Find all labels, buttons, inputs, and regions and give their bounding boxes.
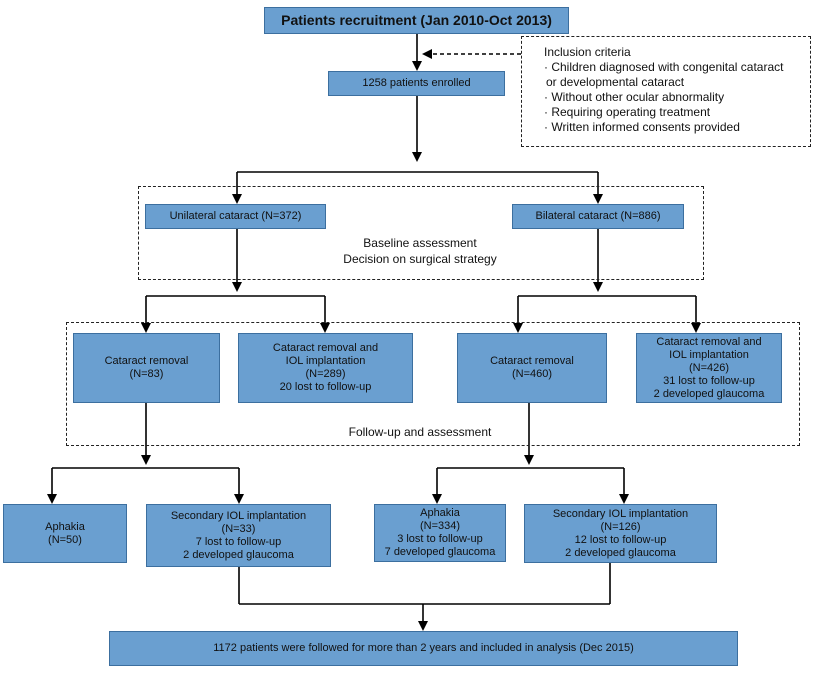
bi-aphakia-box: Aphakia (N=334) 3 lost to follow-up 7 de… xyxy=(374,504,506,562)
uni-secondary-line3: 7 lost to follow-up xyxy=(195,535,282,548)
uni-iol-line3: (N=289) xyxy=(305,368,346,380)
inclusion-item: · Requiring operating treatment xyxy=(544,105,711,119)
uni-secondary-line2: (N=33) xyxy=(221,522,256,535)
bi-iol-line4: 31 lost to follow-up xyxy=(663,374,755,387)
unilateral-label: Unilateral cataract (N=372) xyxy=(169,210,302,222)
inclusion-title: Inclusion criteria xyxy=(544,45,631,59)
bi-iol-line2: IOL implantation xyxy=(669,348,749,361)
followup-label: Follow-up and assessment xyxy=(320,424,520,440)
baseline-line2: Decision on surgical strategy xyxy=(343,252,497,266)
uni-aphakia-line1: Aphakia xyxy=(45,520,85,533)
uni-secondary-line4: 2 developed glaucoma xyxy=(183,548,294,561)
inclusion-item: · Written informed consents provided xyxy=(544,120,740,134)
uni-aphakia-box: Aphakia (N=50) xyxy=(3,504,127,563)
bi-iol-box: Cataract removal and IOL implantation (N… xyxy=(636,333,782,403)
inclusion-criteria-box: Inclusion criteria · Children diagnosed … xyxy=(521,36,811,147)
uni-removal-line2: (N=83) xyxy=(129,368,164,380)
uni-iol-line1: Cataract removal and xyxy=(272,342,379,354)
followup-dashed-frame xyxy=(66,322,800,446)
bi-secondary-line2: (N=126) xyxy=(600,520,641,533)
bi-secondary-line1: Secondary IOL implantation xyxy=(552,507,689,520)
baseline-line1: Baseline assessment xyxy=(363,236,477,250)
uni-iol-box: Cataract removal and IOL implantation (N… xyxy=(238,333,413,403)
final-box: 1172 patients were followed for more tha… xyxy=(109,631,738,666)
uni-iol-line4: 20 lost to follow-up xyxy=(279,381,372,393)
final-label: 1172 patients were followed for more tha… xyxy=(213,642,634,654)
bi-aphakia-line3: 3 lost to follow-up xyxy=(397,533,483,545)
uni-iol-line2: IOL implantation xyxy=(285,355,366,367)
uni-secondary-line1: Secondary IOL implantation xyxy=(170,509,307,522)
bi-secondary-box: Secondary IOL implantation (N=126) 12 lo… xyxy=(524,504,717,563)
inclusion-item: · Children diagnosed with congenital cat… xyxy=(544,60,784,74)
inclusion-item: · Without other ocular abnormality xyxy=(544,90,725,104)
enrolled-label: 1258 patients enrolled xyxy=(362,77,471,89)
bi-removal-line1: Cataract removal xyxy=(490,355,574,367)
bi-aphakia-line2: (N=334) xyxy=(419,520,461,532)
bi-aphakia-line4: 7 developed glaucoma xyxy=(384,546,496,558)
inclusion-item: or developmental cataract xyxy=(546,75,685,89)
bi-iol-line5: 2 developed glaucoma xyxy=(653,387,765,400)
uni-removal-line1: Cataract removal xyxy=(104,355,189,367)
uni-secondary-box: Secondary IOL implantation (N=33) 7 lost… xyxy=(146,504,331,567)
bilateral-box: Bilateral cataract (N=886) xyxy=(512,204,684,229)
bi-removal-box: Cataract removal (N=460) xyxy=(457,333,607,403)
uni-removal-box: Cataract removal (N=83) xyxy=(73,333,220,403)
unilateral-box: Unilateral cataract (N=372) xyxy=(145,204,326,229)
bi-iol-line1: Cataract removal and xyxy=(656,335,762,348)
bi-secondary-line3: 12 lost to follow-up xyxy=(574,533,667,546)
uni-aphakia-line2: (N=50) xyxy=(48,533,82,546)
bi-aphakia-line1: Aphakia xyxy=(420,507,460,519)
bi-removal-line2: (N=460) xyxy=(511,368,553,380)
bi-secondary-line4: 2 developed glaucoma xyxy=(565,546,676,559)
baseline-label: Baseline assessment Decision on surgical… xyxy=(320,235,520,267)
recruitment-box: Patients recruitment (Jan 2010-Oct 2013) xyxy=(264,7,569,34)
bilateral-label: Bilateral cataract (N=886) xyxy=(535,210,661,222)
bi-iol-line3: (N=426) xyxy=(688,361,730,374)
followup-text: Follow-up and assessment xyxy=(348,425,492,439)
baseline-dashed-frame xyxy=(138,186,704,280)
recruitment-label: Patients recruitment (Jan 2010-Oct 2013) xyxy=(281,12,552,28)
enrolled-box: 1258 patients enrolled xyxy=(328,71,505,96)
